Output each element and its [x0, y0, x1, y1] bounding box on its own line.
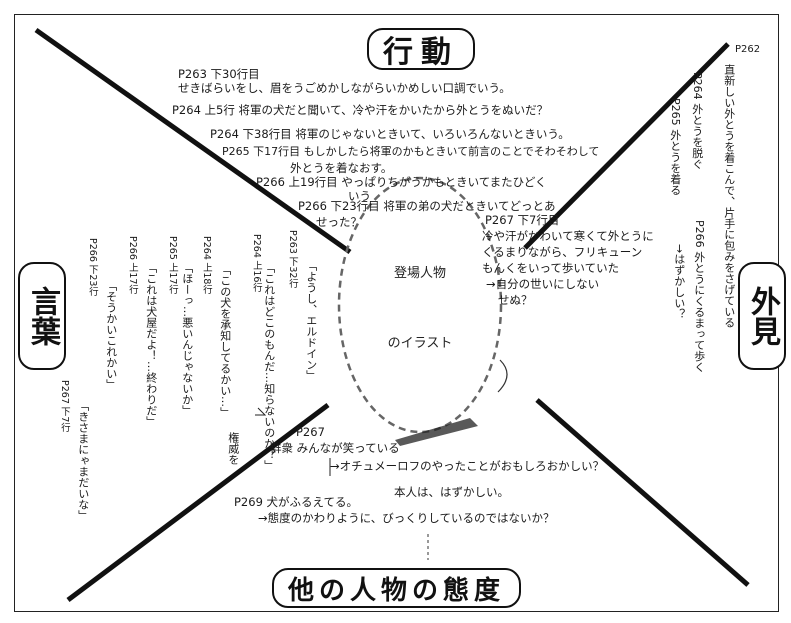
action-note-4: P265 下17行目 もしかしたら将軍のかもときいて前言のことでそわそわして	[222, 145, 600, 158]
word-side-note: 権威を	[226, 432, 240, 465]
word-quote-5: 「ようし、エルドイン」	[304, 260, 318, 381]
other-note-0: P267	[296, 425, 325, 439]
category-words-label: 言葉	[18, 262, 66, 370]
appearance-note-line-0: 冷や汗がかわいて寒くて外とうに	[482, 229, 654, 243]
action-note-5: 外とうを着なおす。	[290, 161, 393, 175]
word-page-0: P266 下23行	[86, 238, 98, 296]
category-appearance-text: 外見	[745, 286, 780, 346]
action-note-9: せった？	[316, 215, 362, 229]
word-page-5: P263 下32行	[286, 230, 298, 288]
category-words-text: 言葉	[25, 286, 60, 346]
illustration-subtitle: のイラスト	[387, 336, 453, 351]
word-page-4: P264 上16行	[250, 234, 262, 292]
appearance-note-v3: P265 外とうを着る	[668, 98, 682, 196]
illustration-title: 登場人物	[393, 266, 446, 281]
appearance-note-v5: →はずかしい？	[672, 244, 686, 320]
action-note-3: P264 下38行目 将軍のじゃないときいて、いろいろんないときいう。	[210, 127, 570, 141]
category-action-text: 行動	[383, 35, 459, 70]
word-page-1: P266 上17行	[126, 236, 138, 294]
other-note-2: →オチュメーロフのやったことがおもしろおかしい？	[330, 459, 605, 473]
action-note-7: いう	[348, 189, 371, 203]
category-others-text: 他の人物の態度	[288, 575, 506, 606]
word-quote-3: 「この犬を承知してるかい…」	[218, 264, 232, 418]
appearance-note-line-2: もんくをいって歩いていた	[482, 261, 620, 275]
word-quote-2: 「ほーっ…悪いんじゃないか」	[180, 262, 194, 416]
category-appearance-label: 外見	[738, 262, 786, 370]
appearance-note-page: P262	[735, 44, 761, 55]
action-note-1: せきばらいをし、眉をうごめかしながらいかめしい口調でいう。	[178, 81, 511, 95]
other-note-5: →態度のかわりように、びっくりしているのではないか？	[258, 511, 555, 525]
appearance-note-line-3: →自分の世いにしない	[486, 277, 600, 291]
appearance-note-line-1: くるまりながら、フリキューン	[482, 245, 643, 259]
word-page-extra: P267 下7行	[58, 380, 70, 432]
word-quote-4: 「これはどこのもんだ…知らないのか？」	[262, 262, 276, 471]
other-note-4: P269 犬がふるえてる。	[234, 495, 358, 509]
action-note-8: P266 下23行目 将軍の弟の犬だときいてどっとあ	[298, 199, 556, 213]
category-action-label: 行動	[367, 28, 475, 70]
appearance-note-line-4: せぬ？	[498, 293, 533, 307]
action-note-6: P266 上19行目 やっぱりちがうかもときいてまたひどく	[256, 175, 547, 189]
appearance-note-v1: 直新しい外とうを着こんで、片手に包みをさげている	[722, 64, 736, 328]
action-note-0: P263 下30行目	[178, 67, 260, 81]
appearance-note-v2: P264 外とうを脱ぐ	[690, 72, 704, 170]
word-quote-extra: 「きさまにゃまだいな」	[76, 400, 90, 521]
appearance-note-v4: P266 外とうにくるまって歩く	[692, 220, 706, 373]
character-illustration-oval	[337, 176, 503, 434]
word-page-2: P265 上17行	[166, 236, 178, 294]
category-others-label: 他の人物の態度	[272, 568, 522, 608]
appearance-note-p267: P267 下7行目	[485, 213, 560, 227]
word-quote-0: 「そうかいこれかい」	[104, 280, 118, 390]
other-note-3: 本人は、はずかしい。	[394, 485, 509, 499]
other-note-1: 群衆 みんなが笑っている	[270, 441, 400, 455]
worksheet	[14, 14, 779, 612]
action-note-2: P264 上5行 将軍の犬だと聞いて、冷や汗をかいたから外とうをぬいだ？	[172, 103, 549, 117]
word-quote-1: 「これは犬屋だよ！…終わりだ」	[144, 262, 158, 427]
word-page-3: P264 上18行	[200, 236, 212, 294]
